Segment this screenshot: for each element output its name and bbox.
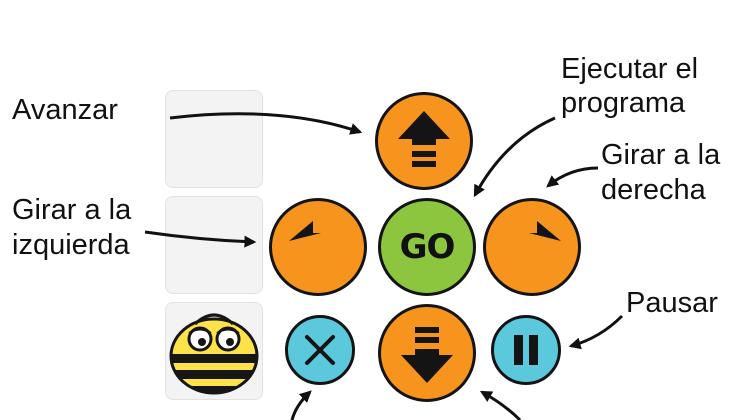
label-run-line2: programa: [561, 87, 686, 119]
bee-bot-icon: [165, 302, 263, 400]
label-turn-left-line2: izquierda: [12, 229, 130, 261]
pause-button[interactable]: [491, 315, 561, 385]
turn-right-icon: [529, 221, 561, 241]
program-tile-1: [165, 90, 263, 188]
go-button[interactable]: GO: [378, 198, 476, 296]
callout-arrow-backward: [479, 390, 522, 420]
arrow-down-icon: [401, 327, 453, 383]
clear-x-icon: [305, 335, 335, 365]
callout-arrow-clear: [290, 390, 312, 420]
turn-right-button[interactable]: [483, 198, 581, 296]
pause-icon: [514, 335, 538, 365]
backward-button[interactable]: [378, 304, 476, 402]
arrow-up-icon: [398, 111, 450, 167]
forward-button[interactable]: [375, 92, 473, 190]
label-turn-right-line2: derecha: [601, 174, 706, 206]
callout-arrow-run: [473, 116, 556, 198]
callout-arrow-pause: [568, 314, 624, 350]
go-label: GO: [399, 227, 456, 267]
label-run-line1: Ejecutar el: [561, 53, 699, 85]
turn-left-button[interactable]: [269, 198, 367, 296]
clear-button[interactable]: [285, 315, 355, 385]
program-tile-2: [165, 196, 263, 294]
label-forward: Avanzar: [12, 94, 118, 126]
label-pause: Pausar: [626, 287, 718, 319]
turn-left-icon: [289, 221, 321, 241]
label-turn-left-line1: Girar a la: [12, 194, 132, 226]
label-turn-right-line1: Girar a la: [601, 139, 721, 171]
callout-arrow-turn-right: [546, 166, 599, 188]
